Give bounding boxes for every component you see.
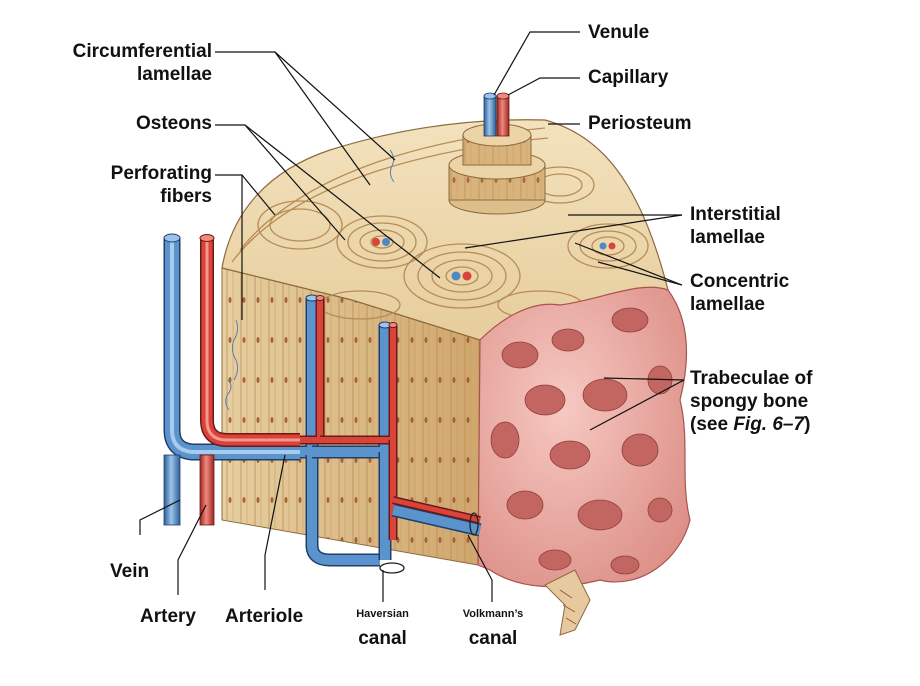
label-line: canal [468, 628, 518, 649]
perforating-fibers [225, 149, 395, 411]
label-artery: Artery [140, 605, 196, 628]
label-line: lamellae [690, 227, 765, 248]
label-line: Arteriole [225, 606, 304, 627]
label-venule: Venule [588, 21, 649, 44]
leader-lines [139, 31, 685, 602]
label-line: Perforating [110, 163, 212, 184]
inner-vessel-network [300, 298, 482, 567]
label-line: (see Fig. 6–7) [690, 413, 813, 436]
label-line: lamellae [690, 294, 765, 315]
label-concentric-lamellae: Concentric lamellae [690, 270, 789, 316]
label-line: Venule [588, 22, 650, 43]
label-close-paren: ) [804, 414, 811, 435]
label-volkmanns-canal: Volkmann’s canal [448, 608, 538, 650]
label-line: Haversian [356, 608, 409, 620]
label-osteons: Osteons [32, 112, 212, 135]
label-trabeculae: Trabeculae of spongy bone (see Fig. 6–7) [690, 367, 813, 436]
label-line: Artery [140, 606, 196, 627]
vein-artery-trunks [163, 233, 300, 526]
label-vein: Vein [110, 560, 149, 583]
label-interstitial-lamellae: Interstitial lamellae [690, 203, 781, 249]
vessel-ends [305, 294, 479, 574]
label-line: lamellae [137, 64, 212, 85]
label-line: Trabeculae of [690, 368, 813, 389]
label-line: fibers [160, 186, 212, 207]
label-haversian-canal: Haversian canal [340, 608, 425, 650]
label-circumferential-lamellae: Circumferential lamellae [32, 40, 212, 86]
vessel-tower [448, 92, 546, 215]
haversian-canal-vessels [372, 238, 616, 281]
label-line: canal [358, 628, 407, 649]
trabecula-fragment [544, 569, 591, 636]
label-line: Circumferential [72, 41, 212, 62]
label-fig-ref: Fig. 6–7 [733, 414, 805, 435]
label-line: Vein [110, 561, 150, 582]
label-line: spongy bone [690, 391, 809, 412]
label-see: (see [690, 414, 734, 435]
label-line: Capillary [588, 67, 669, 88]
compact-bone-side-stripes [222, 268, 480, 565]
label-line: Interstitial [690, 204, 781, 225]
label-arteriole: Arteriole [225, 605, 303, 628]
trabeculae-holes [490, 307, 673, 575]
label-line: Periosteum [588, 113, 692, 134]
label-perforating-fibers: Perforating fibers [32, 162, 212, 208]
label-line: Volkmann’s [462, 608, 524, 620]
label-line: Concentric [690, 271, 790, 292]
label-line: Osteons [135, 113, 212, 134]
label-capillary: Capillary [588, 66, 668, 89]
label-periosteum: Periosteum [588, 112, 691, 135]
